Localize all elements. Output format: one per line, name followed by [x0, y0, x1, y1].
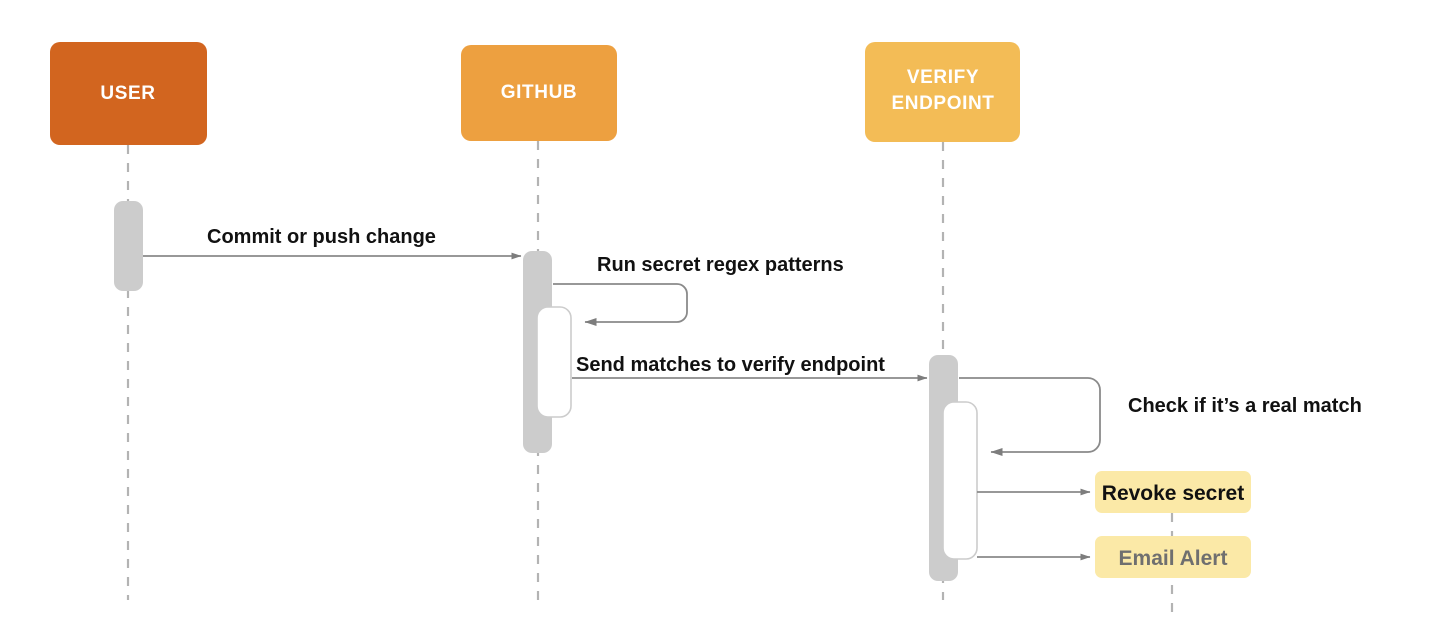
- self-loop-github: [553, 283, 688, 326]
- note-revoke-secret-box[interactable]: [1095, 471, 1251, 513]
- label-run-secret-regex: Run secret regex patterns: [597, 254, 844, 276]
- actor-verify-label-line1: VERIFY: [907, 67, 979, 88]
- actor-verify-box[interactable]: [865, 42, 1020, 142]
- actor-user-box[interactable]: [50, 42, 207, 145]
- actor-user-label: USER: [100, 83, 155, 104]
- note-email-alert[interactable]: Email Alert: [1095, 536, 1251, 578]
- note-revoke-secret-label: Revoke secret: [1102, 482, 1244, 505]
- label-commit-or-push: Commit or push change: [207, 226, 436, 248]
- activation-verify-nested: [942, 401, 978, 560]
- activation-user: [114, 201, 143, 291]
- actor-verify[interactable]: VERIFY ENDPOINT: [865, 42, 1020, 142]
- activation-github-nested: [536, 306, 572, 418]
- label-check-real-match: Check if it’s a real match: [1128, 395, 1362, 417]
- actor-user[interactable]: USER: [50, 42, 207, 145]
- actor-github-label: GITHUB: [501, 82, 577, 103]
- note-email-alert-box[interactable]: [1095, 536, 1251, 578]
- note-email-alert-label: Email Alert: [1119, 547, 1228, 570]
- actor-github-box[interactable]: [461, 45, 617, 141]
- self-loop-github-path: [553, 283, 688, 326]
- actor-github[interactable]: GITHUB: [461, 45, 617, 141]
- self-loop-verify-path: [959, 377, 1101, 456]
- label-send-matches: Send matches to verify endpoint: [576, 354, 885, 376]
- actor-verify-label-line2: ENDPOINT: [892, 93, 995, 114]
- self-loop-verify: [959, 377, 1101, 456]
- lifelines: [126, 141, 1174, 617]
- note-revoke-secret[interactable]: Revoke secret: [1095, 471, 1251, 513]
- message-arrows: [143, 252, 1091, 561]
- message-labels: Commit or push change Run secret regex p…: [207, 226, 1362, 417]
